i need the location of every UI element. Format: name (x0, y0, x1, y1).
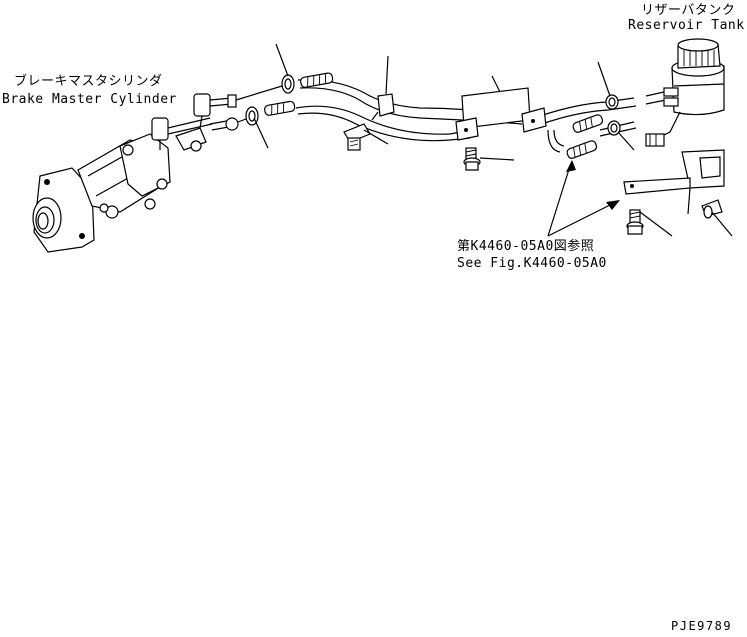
brake-master-cylinder (32, 93, 239, 253)
brake-master-cylinder-label-en: Brake Master Cylinder (2, 92, 177, 107)
leader-lines (253, 43, 733, 237)
see-figure-reference-jp: 第K4460-05A0図参照 (457, 239, 595, 254)
tank-bracket (623, 149, 725, 235)
clip-brackets (343, 87, 547, 171)
drawing-code: PJE9789 (671, 619, 733, 633)
reservoir-tank-label-en: Reservoir Tank (628, 18, 745, 33)
hoses (235, 79, 667, 153)
brake-master-cylinder-label-jp: ブレーキマスタシリンダ (14, 74, 163, 89)
reservoir-tank-label-jp: リザーバタンク (641, 3, 736, 18)
reservoir-tank (645, 38, 725, 147)
hose-clamps (245, 74, 621, 136)
hose-sleeves (264, 72, 604, 159)
see-figure-reference-en: See Fig.K4460-05A0 (457, 256, 607, 271)
